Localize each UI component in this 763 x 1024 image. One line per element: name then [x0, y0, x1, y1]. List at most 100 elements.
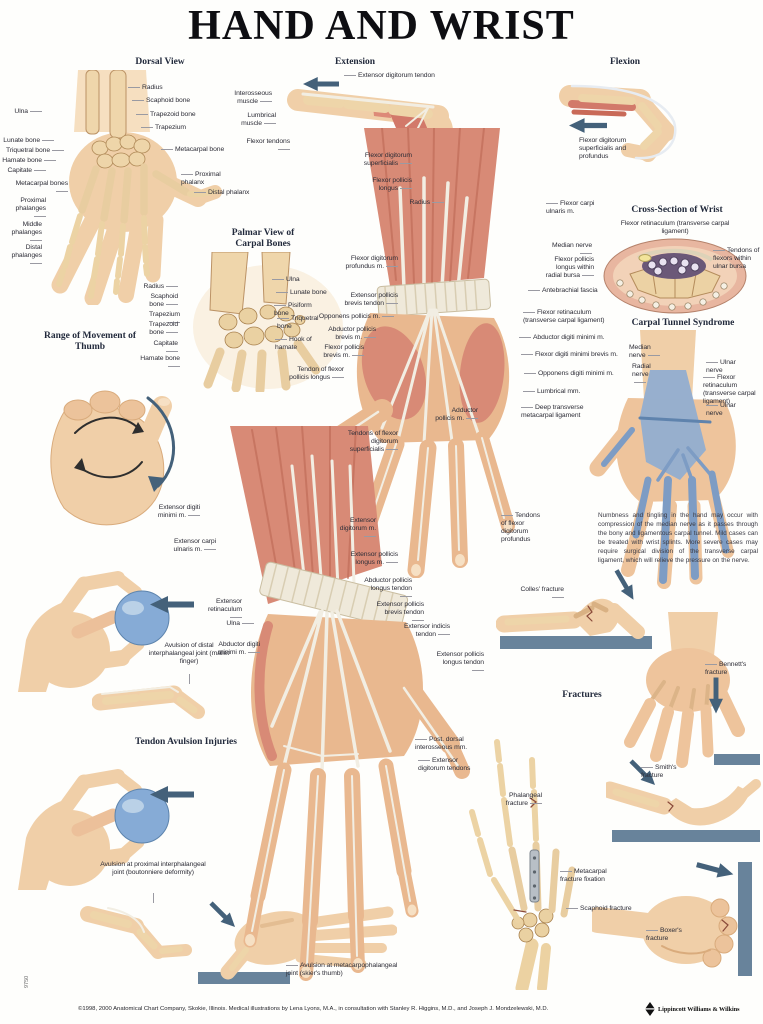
boutonniere-leader-line: [153, 893, 154, 903]
label-extensor-pollicis-longus-tendon: Extensor pollicis longus tendon: [432, 651, 485, 675]
label-extensor-carpi-ulnaris: Extensor carpi ulnaris m.: [168, 538, 217, 554]
label-flexor-carpi-ulnaris: Flexor carpi ulnaris m.: [546, 200, 602, 216]
label-cs-fpl-radial-bursa: Flexor pollicis longus within radial bur…: [542, 256, 594, 280]
label-ct-radial-nerve: Radial nerve: [632, 363, 662, 387]
pinch-ball-figure-1: [18, 571, 170, 692]
label-pc-ulna: Ulna: [272, 276, 306, 284]
label-pc-trapezoid: Trapezoid bone: [134, 321, 178, 337]
item-number: 9750: [24, 975, 30, 988]
label-metacarpal-fracture-fixation: Metacarpal fracture fixation: [560, 868, 618, 884]
label-tendon-fpl: Tendon of flexor pollicis longus: [284, 366, 344, 382]
label-ct-ulnar-nerve-2: Ulnar nerve: [706, 402, 752, 418]
label-mallet-finger: Avulsion of distal interphalangeal joint…: [148, 642, 230, 666]
label-distal-phalanx: Distal phalanx: [194, 189, 254, 197]
pinch-ball-figure-2: [18, 769, 170, 890]
label-extensor-indicis-tendon: Extensor indicis tendon: [400, 623, 450, 639]
mallet-finger-figure: [92, 685, 205, 719]
label-fds: Flexor digitorum superficialis: [352, 152, 412, 168]
label-ulna: Ulna: [2, 108, 42, 116]
label-flexor-pollicis-brevis: Flexor pollicis brevis m.: [314, 344, 364, 360]
label-abductor-digiti-minimi: Abductor digiti minimi m.: [519, 334, 611, 342]
label-scaphoid-bone: Scaphoid bone: [132, 97, 196, 105]
boutonniere-finger-figure: [80, 906, 192, 959]
copyright-line: ©1998, 2000 Anatomical Chart Company, Sk…: [78, 1006, 549, 1012]
section-title-fractures: Fractures: [562, 690, 602, 700]
label-abductor-pollicis-longus-tendon: Abductor pollicis longus tendon: [358, 577, 412, 601]
label-extensor-digitorum: Extensor digitorum m.: [330, 517, 376, 541]
label-proximal-phalanx: Proximal phalanx: [181, 171, 245, 187]
label-extensor-digitorum-tendons: Extensor digitorum tendons: [418, 757, 474, 773]
label-flexor-digiti-minimi-brevis: Flexor digiti minimi brevis m.: [521, 351, 625, 359]
label-fdp: Flexor digitorum profundus m.: [338, 255, 399, 271]
label-extensor-digiti-minimi: Extensor digiti minimi m.: [150, 504, 200, 520]
smith-fracture-figure: [606, 779, 761, 842]
pinch-arrow-icon-2: [150, 786, 194, 803]
label-cs-ulnar-bursa: Tendons of flexors within ulnar bursa: [713, 247, 760, 271]
label-boutonniere: Avulsion at proximal interphalangeal joi…: [100, 861, 206, 877]
label-proximal-phalanges: Proximal phalanges: [2, 197, 47, 221]
label-pc-hook-of-hamate: Hook of hamate: [275, 336, 315, 352]
publisher-name: Lippincott Williams & Wilkins: [658, 1005, 740, 1013]
label-phalangeal-fracture: Phalangeal fracture: [494, 792, 542, 808]
label-interosseous-muscle: Interosseous muscle: [226, 90, 272, 106]
label-hamate-bone: Hamate bone: [2, 157, 56, 165]
label-opponens-pollicis: Opponens pollicis m.: [318, 313, 394, 321]
label-extensor-retinaculum: Extensor retinaculum: [196, 598, 242, 622]
label-ct-ulnar-nerve-1: Ulnar nerve: [706, 359, 752, 375]
thumb-rom-figure: [50, 390, 176, 526]
label-abductor-pollicis-brevis: Abductor pollicis brevis m.: [320, 326, 376, 342]
label-lumbrical-muscle: Lumbrical muscle: [236, 112, 276, 128]
flexion-arrow-icon: [569, 118, 607, 133]
section-title-palmar-carpal: Palmar View of Carpal Bones: [231, 228, 295, 250]
label-tendons-fdp: Tendons of flexor digitorum profundus: [501, 512, 547, 545]
label-pc-lunate: Lunate bone: [276, 289, 330, 297]
mallet-leader-line: [189, 674, 190, 684]
label-deep-transverse-metacarpal-ligament: Deep transverse metacarpal ligament: [521, 404, 601, 420]
label-flexor-digitorum-superficialis-profundus: Flexor digitorum superficialis and profu…: [579, 137, 627, 161]
label-fpl: Flexor pollicis longus: [358, 177, 412, 193]
label-middle-phalanges: Middle phalanges: [2, 221, 43, 245]
label-skiers-thumb: Avulsion at metacarpophalangeal joint (s…: [286, 962, 398, 978]
label-capitate: Capitate: [2, 167, 46, 175]
colles-arrow-icon: [614, 569, 634, 600]
label-pc-triquetral: Triquetral bone: [277, 315, 319, 331]
label-pc-trapezium: Trapezium: [138, 311, 180, 327]
label-lunate-bone: Lunate bone: [2, 137, 54, 145]
dorsal-muscles-figure: [230, 426, 470, 981]
label-dm-abductor-digiti-minimi: Abductor digiti minimi m.: [210, 641, 260, 657]
section-title-carpal-tunnel: Carpal Tunnel Syndrome: [631, 318, 735, 328]
publisher-mark: Lippincott Williams & Wilkins: [645, 1002, 740, 1016]
section-title-extension: Extension: [334, 57, 376, 67]
label-distal-phalanges: Distal phalanges: [2, 244, 43, 268]
label-opponens-digiti-minimi: Opponens digiti minimi m.: [524, 370, 622, 378]
label-pc-pisiform: Pisiform bone: [274, 302, 328, 318]
flexion-figure: [559, 84, 677, 162]
label-lumbrical-mm: Lumbrical mm.: [523, 388, 585, 396]
label-flexor-retinaculum: Flexor retinaculum (transverse carpal li…: [523, 309, 609, 325]
label-extensor-pollicis-brevis-tendon: Extensor pollicis brevis tendon: [372, 601, 425, 625]
section-title-cross-section: Cross-Section of Wrist: [631, 205, 723, 215]
dorsal-hand-figure: [51, 70, 222, 305]
label-scaphoid-fracture: Scaphoid fracture: [566, 905, 632, 913]
colles-fracture-figure: [496, 598, 652, 649]
label-triquetral-bone: Triquetral bone: [2, 147, 64, 155]
label-flexor-tendons: Flexor tendons: [244, 138, 290, 154]
label-metacarpal-bone: Metacarpal bone: [161, 146, 227, 154]
label-pc-hamate: Hamate bone: [134, 355, 180, 371]
label-tendons-fds: Tendons of flexor digitorum superficiali…: [347, 430, 398, 454]
wrist-cross-section-figure: [603, 238, 747, 314]
section-title-flexion: Flexion: [609, 57, 641, 67]
label-bennett-fracture: Bennett's fracture: [705, 661, 761, 677]
extension-arrow-icon: [303, 77, 339, 91]
label-smith-fracture: Smith's fracture: [641, 764, 691, 780]
label-colles-fracture: Colles' fracture: [514, 586, 564, 602]
label-epb-tendon: Extensor pollicis brevis tendon: [342, 292, 398, 308]
label-extensor-pollicis-longus: Extensor pollicis longus m.: [348, 551, 399, 567]
label-pc-scaphoid: Scaphoid bone: [134, 293, 178, 309]
poster-title: HAND AND WRIST: [188, 3, 575, 49]
section-title-dorsal-view: Dorsal View: [135, 57, 185, 67]
label-metacarpal-bones: Metacarpal bones: [2, 180, 69, 196]
label-ct-median-nerve: Median nerve: [629, 344, 661, 360]
label-trapezium: Trapezium: [141, 124, 197, 132]
